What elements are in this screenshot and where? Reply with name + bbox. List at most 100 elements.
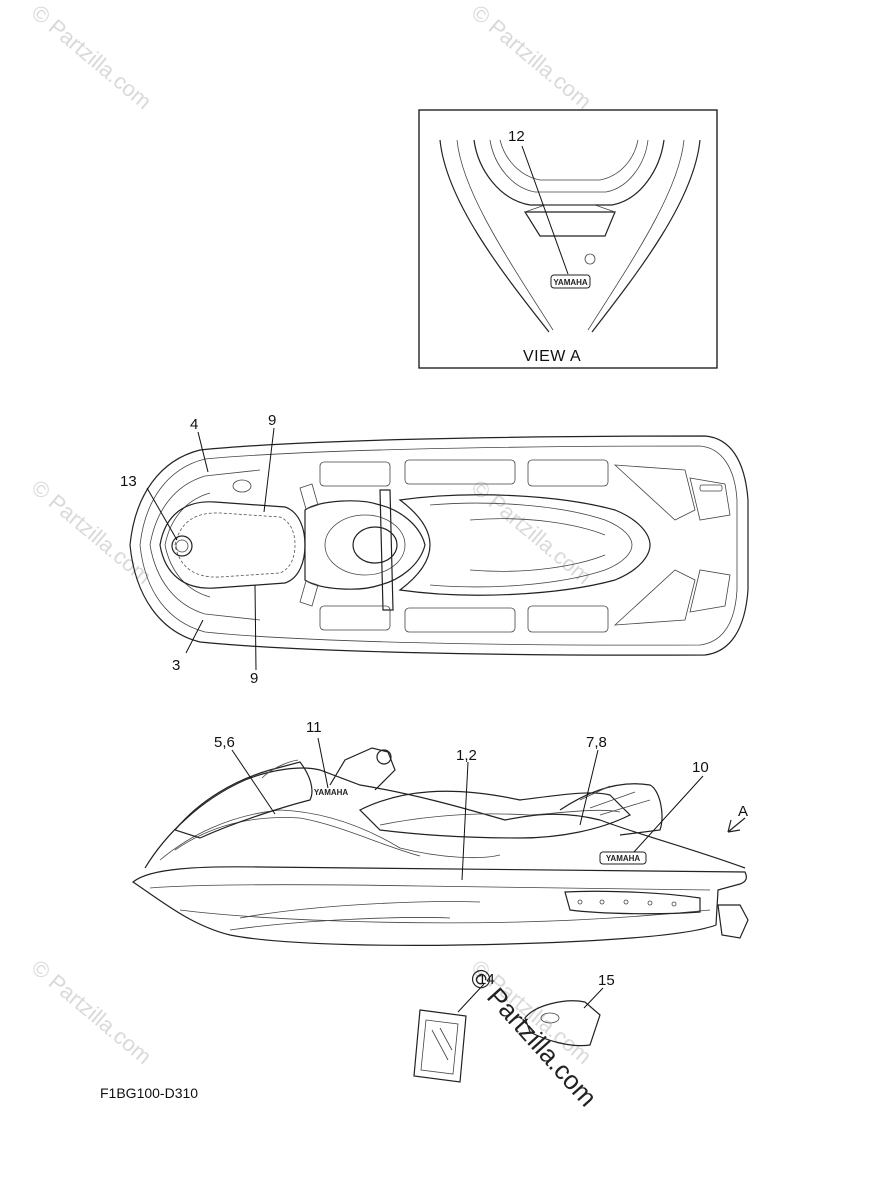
leader-15 [583, 987, 604, 1009]
view-a-emblem [550, 274, 591, 289]
view-a-step [523, 211, 616, 237]
watermark-text: © Partzilla.com [27, 0, 157, 114]
top-view-steering-pad [324, 514, 406, 576]
callout-9-bottom: 9 [250, 670, 258, 687]
watermark-text: © Partzilla.com [27, 475, 157, 589]
callout-3: 3 [172, 657, 180, 674]
diagram-code: F1BG100-D310 [100, 1085, 198, 1101]
item-14-pouch-inner [420, 1019, 459, 1075]
top-view-hull-inner [139, 445, 738, 646]
leader-3 [185, 619, 204, 654]
callout-12: 12 [508, 128, 525, 145]
view-a-hull-right [591, 139, 701, 333]
view-a-drain-plug [584, 253, 596, 265]
view-a-emblem-text: YAMAHA [553, 278, 588, 287]
side-view-deck-graphic [159, 809, 501, 861]
view-a-arrow-label: A [738, 803, 748, 820]
deck-mat [404, 459, 516, 485]
top-view-hatch-dashed [174, 512, 296, 578]
leader-7-8 [579, 749, 599, 826]
top-view-seat-inner [429, 502, 633, 588]
side-view-decal-rear-text: YAMAHA [606, 854, 641, 863]
leader-5-6 [231, 749, 276, 815]
side-view-hull-graphic [229, 901, 481, 931]
top-view-stern-decal [699, 484, 723, 492]
callout-13: 13 [120, 473, 137, 490]
deck-mat [527, 459, 609, 487]
deck-mat-rear [613, 569, 696, 626]
callout-14: 14 [478, 971, 495, 988]
watermark-text: © Partzilla.com [467, 475, 597, 589]
deck-mat [527, 605, 609, 633]
side-view-jet-nozzle [717, 904, 749, 939]
view-a-seat-inner [489, 139, 649, 193]
deck-mat [319, 461, 391, 487]
callout-9-top: 9 [268, 412, 276, 429]
view-a-hull-left [439, 139, 550, 333]
top-view-bow-lines [149, 469, 261, 621]
top-view-bow-inner [164, 492, 211, 598]
item-14-pouch [413, 1009, 467, 1083]
bolt [577, 899, 583, 905]
watermark-text: © Partzilla.com [27, 955, 157, 1069]
top-view-handle-center [352, 526, 398, 564]
callout-5-6: 5,6 [214, 734, 235, 751]
callout-15: 15 [598, 972, 615, 989]
side-view-chine [179, 909, 711, 924]
item-15-cover [524, 1000, 601, 1047]
side-view-gunwale [149, 884, 711, 891]
sponson-bolts [577, 899, 677, 907]
view-a-frame [418, 109, 718, 369]
bolt [623, 899, 629, 905]
leader-10 [633, 775, 704, 853]
side-view-hull [131, 866, 747, 946]
item-15-cover-hole [540, 1012, 560, 1024]
top-view-handlebar [379, 489, 394, 611]
top-view-grips [299, 483, 319, 607]
side-view-hood [173, 761, 313, 839]
bolt [599, 899, 605, 905]
item-14-pouch-glare [431, 1027, 453, 1061]
top-view-seat [398, 494, 651, 596]
side-view-handle-grip [376, 749, 392, 765]
top-view-deck-mats [319, 459, 731, 633]
leader-13 [146, 487, 178, 541]
side-view: YAMAHA YAMAHA 11 5,6 1,2 7,8 10 A [131, 719, 749, 946]
deck-mat-stern [689, 477, 731, 613]
view-a-hull-inner-left [456, 139, 554, 331]
view-a-inset: YAMAHA 12 VIEW A [418, 109, 718, 369]
side-view-seat-seam [379, 809, 621, 826]
view-a-seat-inner2 [499, 139, 639, 181]
side-view-rear-contours [579, 785, 651, 816]
callout-7-8: 7,8 [586, 734, 607, 751]
bolt [671, 901, 677, 907]
callout-1-2: 1,2 [456, 747, 477, 764]
side-view-deck [144, 767, 746, 869]
leader-12 [521, 145, 569, 275]
arrow-view-a-icon [727, 817, 746, 833]
bolt [647, 900, 653, 906]
side-view-rear-hump [559, 783, 663, 836]
leader-14 [457, 983, 485, 1013]
top-view-hull-outline [129, 435, 749, 656]
top-view-seat-contours [469, 518, 606, 572]
callout-10: 10 [692, 759, 709, 776]
leader-9-bottom [254, 584, 257, 671]
deck-mat [319, 605, 391, 631]
deck-mat [404, 607, 516, 633]
side-view-decal-front-text: YAMAHA [314, 788, 349, 797]
callout-11: 11 [306, 719, 322, 736]
side-view-handle-pole [329, 747, 396, 791]
deck-mat-rear [613, 464, 696, 521]
view-a-hull-inner-right [587, 139, 685, 331]
view-a-label: VIEW A [523, 348, 581, 365]
side-view-decal-rear [599, 851, 647, 865]
side-view-deck-graphic-2 [174, 817, 421, 857]
leader-11 [317, 737, 329, 789]
view-a-step-top [524, 204, 616, 213]
leader-9-top [263, 427, 275, 513]
top-view-cap-inner [175, 539, 189, 553]
side-view-hood-edge [261, 759, 299, 779]
side-view-seat [358, 790, 632, 839]
